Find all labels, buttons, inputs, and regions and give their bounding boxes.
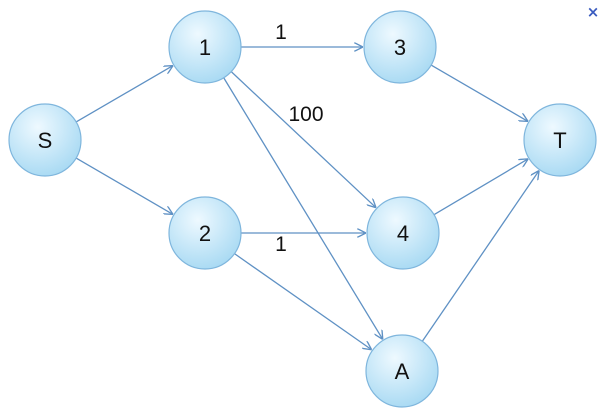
node-label-A: A	[395, 359, 410, 384]
node-3: 3	[363, 10, 437, 84]
node-label-3: 3	[394, 35, 406, 60]
edge-1-4	[230, 71, 376, 208]
edge-2-A	[234, 253, 371, 350]
node-label-T: T	[553, 128, 566, 153]
edges-layer	[75, 47, 539, 350]
edge-1-A	[223, 77, 383, 340]
node-label-S: S	[38, 128, 53, 153]
node-circle-2	[168, 196, 242, 270]
node-label-2: 2	[199, 221, 211, 246]
node-circle-T	[523, 103, 597, 177]
node-label-1: 1	[199, 35, 211, 60]
edge-S-1	[75, 66, 173, 123]
edge-label-2-4: 1	[275, 233, 287, 256]
edge-A-T	[421, 171, 539, 342]
nodes-layer: S 1 2 3 4A T	[8, 10, 597, 408]
node-T: T	[523, 103, 597, 177]
node-circle-4	[366, 196, 440, 270]
node-circle-A	[365, 334, 439, 408]
node-4: 4	[366, 196, 440, 270]
edge-label-1-4: 100	[288, 103, 323, 126]
edge-S-2	[75, 157, 173, 214]
edge-4-T	[433, 159, 528, 216]
node-label-4: 4	[397, 221, 409, 246]
close-icon[interactable]: ×	[587, 3, 600, 21]
node-circle-S	[8, 103, 82, 177]
edge-3-T	[430, 64, 528, 121]
node-A: A	[365, 334, 439, 408]
node-circle-3	[363, 10, 437, 84]
node-circle-1	[168, 10, 242, 84]
edge-labels-layer: 1 100 1	[275, 21, 323, 256]
node-S: S	[8, 103, 82, 177]
node-2: 2	[168, 196, 242, 270]
node-1: 1	[168, 10, 242, 84]
edge-label-1-3: 1	[275, 21, 287, 44]
